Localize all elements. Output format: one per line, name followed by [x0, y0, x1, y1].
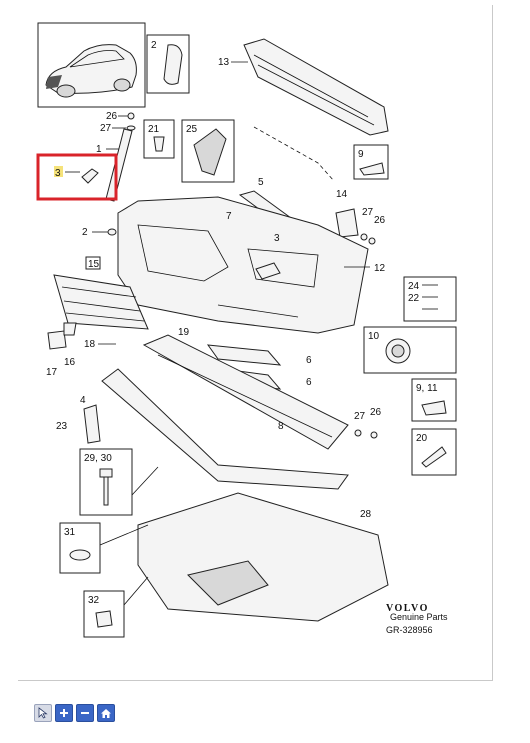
- callout-23: 23: [56, 421, 68, 432]
- part-box-25: 25: [181, 119, 235, 183]
- callout-5: 5: [258, 177, 264, 188]
- callout-16: 16: [64, 357, 76, 368]
- highlight-box-item-3: 3: [36, 153, 118, 201]
- part-box-9-11: 9, 11: [411, 378, 457, 422]
- plus-icon: [60, 709, 68, 717]
- callout-4: 4: [80, 395, 86, 406]
- callout-24: 24: [408, 281, 420, 292]
- genuine-parts-text: Genuine Parts: [390, 612, 448, 622]
- car-overview: [37, 22, 146, 108]
- part-8-lower-grille: 8: [142, 334, 349, 450]
- volvo-logo: VOLVO Genuine Parts GR-328956: [386, 603, 448, 635]
- callout-10: 10: [368, 331, 380, 342]
- callout-12: 12: [374, 263, 386, 274]
- part-box-20: 20: [411, 428, 457, 476]
- callout-18: 18: [84, 339, 96, 350]
- pointer-tool-button[interactable]: [34, 704, 52, 722]
- part-28-undertray: 28: [137, 492, 389, 622]
- part-box-32: 32: [83, 590, 125, 638]
- viewer-toolbar: [34, 704, 115, 724]
- part-13-beam: 13: [218, 38, 389, 182]
- callout-17: 17: [46, 367, 58, 378]
- callout-26-top: 26: [106, 111, 118, 122]
- callout-2-box: 2: [151, 40, 157, 51]
- callout-14: 14: [336, 189, 348, 200]
- callout-31: 31: [64, 527, 76, 538]
- part-box-9: 9: [353, 144, 389, 180]
- home-button[interactable]: [97, 704, 115, 722]
- cursor-arrow-icon: [38, 707, 48, 719]
- callout-1: 1: [96, 144, 102, 155]
- callout-15: 15: [88, 259, 100, 270]
- callout-27-top: 27: [100, 123, 112, 134]
- callout-22: 22: [408, 293, 420, 304]
- zoom-out-button[interactable]: [76, 704, 94, 722]
- callout-20: 20: [416, 433, 428, 444]
- part-box-31: 31: [59, 522, 101, 574]
- part-box-29-30: 29, 30: [79, 448, 133, 516]
- callout-19: 19: [178, 327, 190, 338]
- part-box-10: 10: [363, 326, 457, 374]
- callout-26-lower: 26: [370, 407, 382, 418]
- part-box-24: 24 22: [403, 276, 457, 322]
- part-box-21: 21: [143, 119, 175, 159]
- callout-27-lower: 27: [354, 411, 366, 422]
- diagram-ref-number: GR-328956: [386, 625, 433, 635]
- callout-2: 2: [82, 227, 88, 238]
- callout-3-highlighted: 3: [55, 168, 61, 179]
- callout-7: 7: [226, 211, 232, 222]
- callout-8: 8: [278, 421, 284, 432]
- callout-13: 13: [218, 57, 230, 68]
- callout-6a: 6: [306, 355, 312, 366]
- callout-9-11: 9, 11: [416, 383, 438, 394]
- parts-diagram-frame: 2 13 26 27 1 3 21 25 9: [18, 5, 493, 681]
- callout-6b: 6: [306, 377, 312, 388]
- callout-3-right: 3: [274, 233, 280, 244]
- parts-diagram: 2 13 26 27 1 3 21 25 9: [36, 22, 457, 638]
- part-15-grille: 15: [53, 256, 149, 330]
- zoom-in-button[interactable]: [55, 704, 73, 722]
- home-icon: [101, 708, 111, 718]
- callout-27-right: 27: [362, 207, 374, 218]
- callout-32: 32: [88, 595, 100, 606]
- minus-icon: [81, 712, 89, 714]
- part-bumper-cover: [117, 196, 369, 334]
- volvo-wordmark: VOLVO: [386, 603, 429, 614]
- callout-25: 25: [186, 124, 198, 135]
- callout-9: 9: [358, 149, 364, 160]
- callout-26-right: 26: [374, 215, 386, 226]
- callout-29-30: 29, 30: [84, 453, 112, 464]
- callout-21: 21: [148, 124, 160, 135]
- part-box-2: 2: [146, 34, 190, 94]
- callout-28: 28: [360, 509, 372, 520]
